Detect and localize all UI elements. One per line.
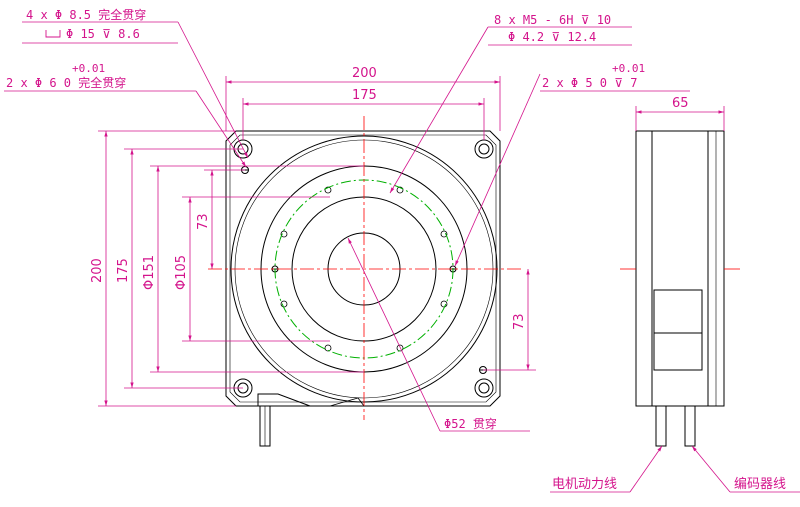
bottom-flange	[257, 393, 311, 407]
dim-offset-right: 73	[512, 313, 527, 330]
callout-threaded: 8 x M5 - 6H ⊽ 10	[494, 13, 611, 27]
callout-threaded-depth: Φ 4.2 ⊽ 12.4	[508, 30, 596, 44]
dim-height-175: 175	[116, 258, 131, 283]
body-outline	[225, 130, 501, 407]
dim-width-200: 200	[352, 66, 377, 81]
counterbore-symbol	[45, 30, 61, 38]
dim-side-65: 65	[672, 96, 689, 111]
label-encoder-cable: 编码器线	[734, 477, 786, 492]
dim-width-175: 175	[352, 88, 377, 103]
callout-corner-holes: 4 x Φ 8.5 完全贯穿	[26, 7, 146, 22]
side-view	[635, 130, 725, 447]
dim-offset-top: 73	[196, 213, 211, 230]
side-connector	[653, 289, 703, 371]
callout-pin-right: 2 x Φ 5 0 ⊽ 7	[542, 76, 637, 90]
dimension-lines	[98, 76, 725, 407]
leader-lines	[4, 21, 800, 493]
callout-pin-left-tol: +0.01	[72, 62, 105, 75]
side-cable-encoder	[684, 405, 696, 447]
callout-pin-left: 2 x Φ 6 0 完全贯穿	[6, 75, 126, 90]
callout-through-bore: Φ52 贯穿	[444, 416, 497, 431]
side-cable-power	[655, 405, 667, 447]
dim-height-200: 200	[90, 258, 105, 283]
callout-counterbore: Φ 15 ⊽ 8.6	[66, 27, 140, 41]
front-view	[225, 130, 501, 447]
callout-pin-right-tol: +0.01	[612, 62, 645, 75]
body-inner-outline	[229, 134, 497, 403]
dim-dia-105: Φ105	[174, 255, 189, 290]
dim-dia-151: Φ151	[142, 255, 157, 290]
centerlines	[208, 116, 522, 420]
label-motor-power-cable: 电机动力线	[552, 477, 617, 492]
